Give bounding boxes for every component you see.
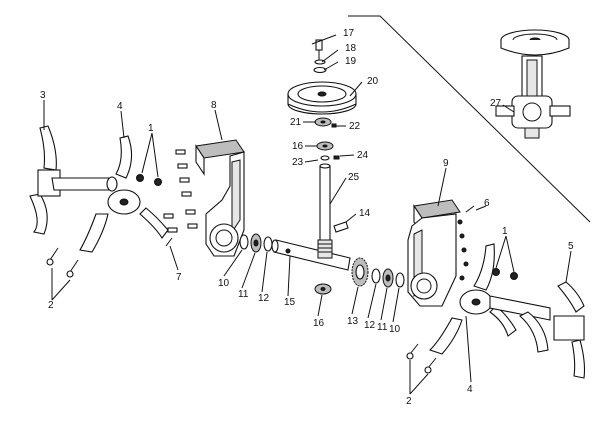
- output-shaft: [271, 239, 351, 271]
- woodruff-key: [333, 221, 349, 233]
- callout-23: 23: [292, 157, 304, 168]
- callout-2-right: 2: [406, 396, 412, 407]
- right-clevis-pins: [406, 343, 437, 374]
- callout-25: 25: [348, 172, 360, 183]
- callout-11-left: 11: [238, 289, 249, 300]
- right-outer-tine: [519, 281, 586, 379]
- right-inner-tine: [428, 243, 517, 355]
- worm-gear: [351, 257, 369, 287]
- left-transmission-housing: [195, 139, 245, 257]
- left-hairpin-nuts: [136, 174, 162, 186]
- callout-1-right: 1: [502, 226, 508, 237]
- right-bearing-stack: [371, 268, 405, 288]
- callout-9: 9: [443, 158, 449, 169]
- leader-lines: [43, 34, 572, 395]
- v-belt-pulley: [287, 81, 357, 115]
- callout-21: 21: [290, 117, 302, 128]
- housing-bolts-right: [457, 205, 475, 281]
- inset-frame-line: [348, 15, 591, 223]
- callout-15: 15: [284, 297, 296, 308]
- callout-5: 5: [568, 241, 574, 252]
- callout-24: 24: [357, 150, 369, 161]
- callout-19: 19: [345, 56, 357, 67]
- callout-10-left: 10: [218, 278, 230, 289]
- callout-16-lower: 16: [313, 318, 325, 329]
- callout-7: 7: [176, 272, 182, 283]
- callout-18: 18: [345, 43, 357, 54]
- callout-6: 6: [484, 198, 490, 209]
- callout-2-left: 2: [48, 300, 54, 311]
- callout-4-left: 4: [117, 101, 123, 112]
- callout-10-right: 10: [389, 324, 401, 335]
- callout-13: 13: [347, 316, 359, 327]
- callout-11-right: 11: [377, 322, 388, 333]
- frame-bolts: [163, 149, 198, 247]
- right-hairpin-nuts: [492, 268, 518, 280]
- left-clevis-pins: [46, 247, 79, 278]
- pulley-washer: [313, 59, 327, 74]
- input-bearings: [314, 117, 340, 161]
- callout-labels: 17 18 19 20 21 22 16 23 24 25 14 27 3 4 …: [40, 28, 574, 407]
- callout-12-left: 12: [258, 293, 270, 304]
- callout-22: 22: [349, 121, 361, 132]
- assembled-transmission-inset: [495, 29, 571, 139]
- worm-shaft: [317, 163, 333, 259]
- callout-17: 17: [343, 28, 355, 39]
- left-bearing-stack: [239, 233, 273, 253]
- callout-12-right: 12: [364, 320, 376, 331]
- callout-16-upper: 16: [292, 141, 304, 152]
- left-tine-shaft-tube: [51, 176, 118, 192]
- pulley-bolt: [315, 39, 323, 62]
- right-transmission-housing: [407, 199, 461, 307]
- bottom-bearing: [314, 283, 332, 295]
- callout-27: 27: [490, 98, 502, 109]
- callout-4-right: 4: [467, 384, 473, 395]
- callout-1-left: 1: [148, 123, 154, 134]
- callout-20: 20: [367, 76, 379, 87]
- callout-14: 14: [359, 208, 371, 219]
- left-inner-tine: [79, 135, 169, 253]
- callout-3: 3: [40, 90, 46, 101]
- right-tine-shaft-tube: [489, 295, 551, 321]
- callout-8: 8: [211, 100, 217, 111]
